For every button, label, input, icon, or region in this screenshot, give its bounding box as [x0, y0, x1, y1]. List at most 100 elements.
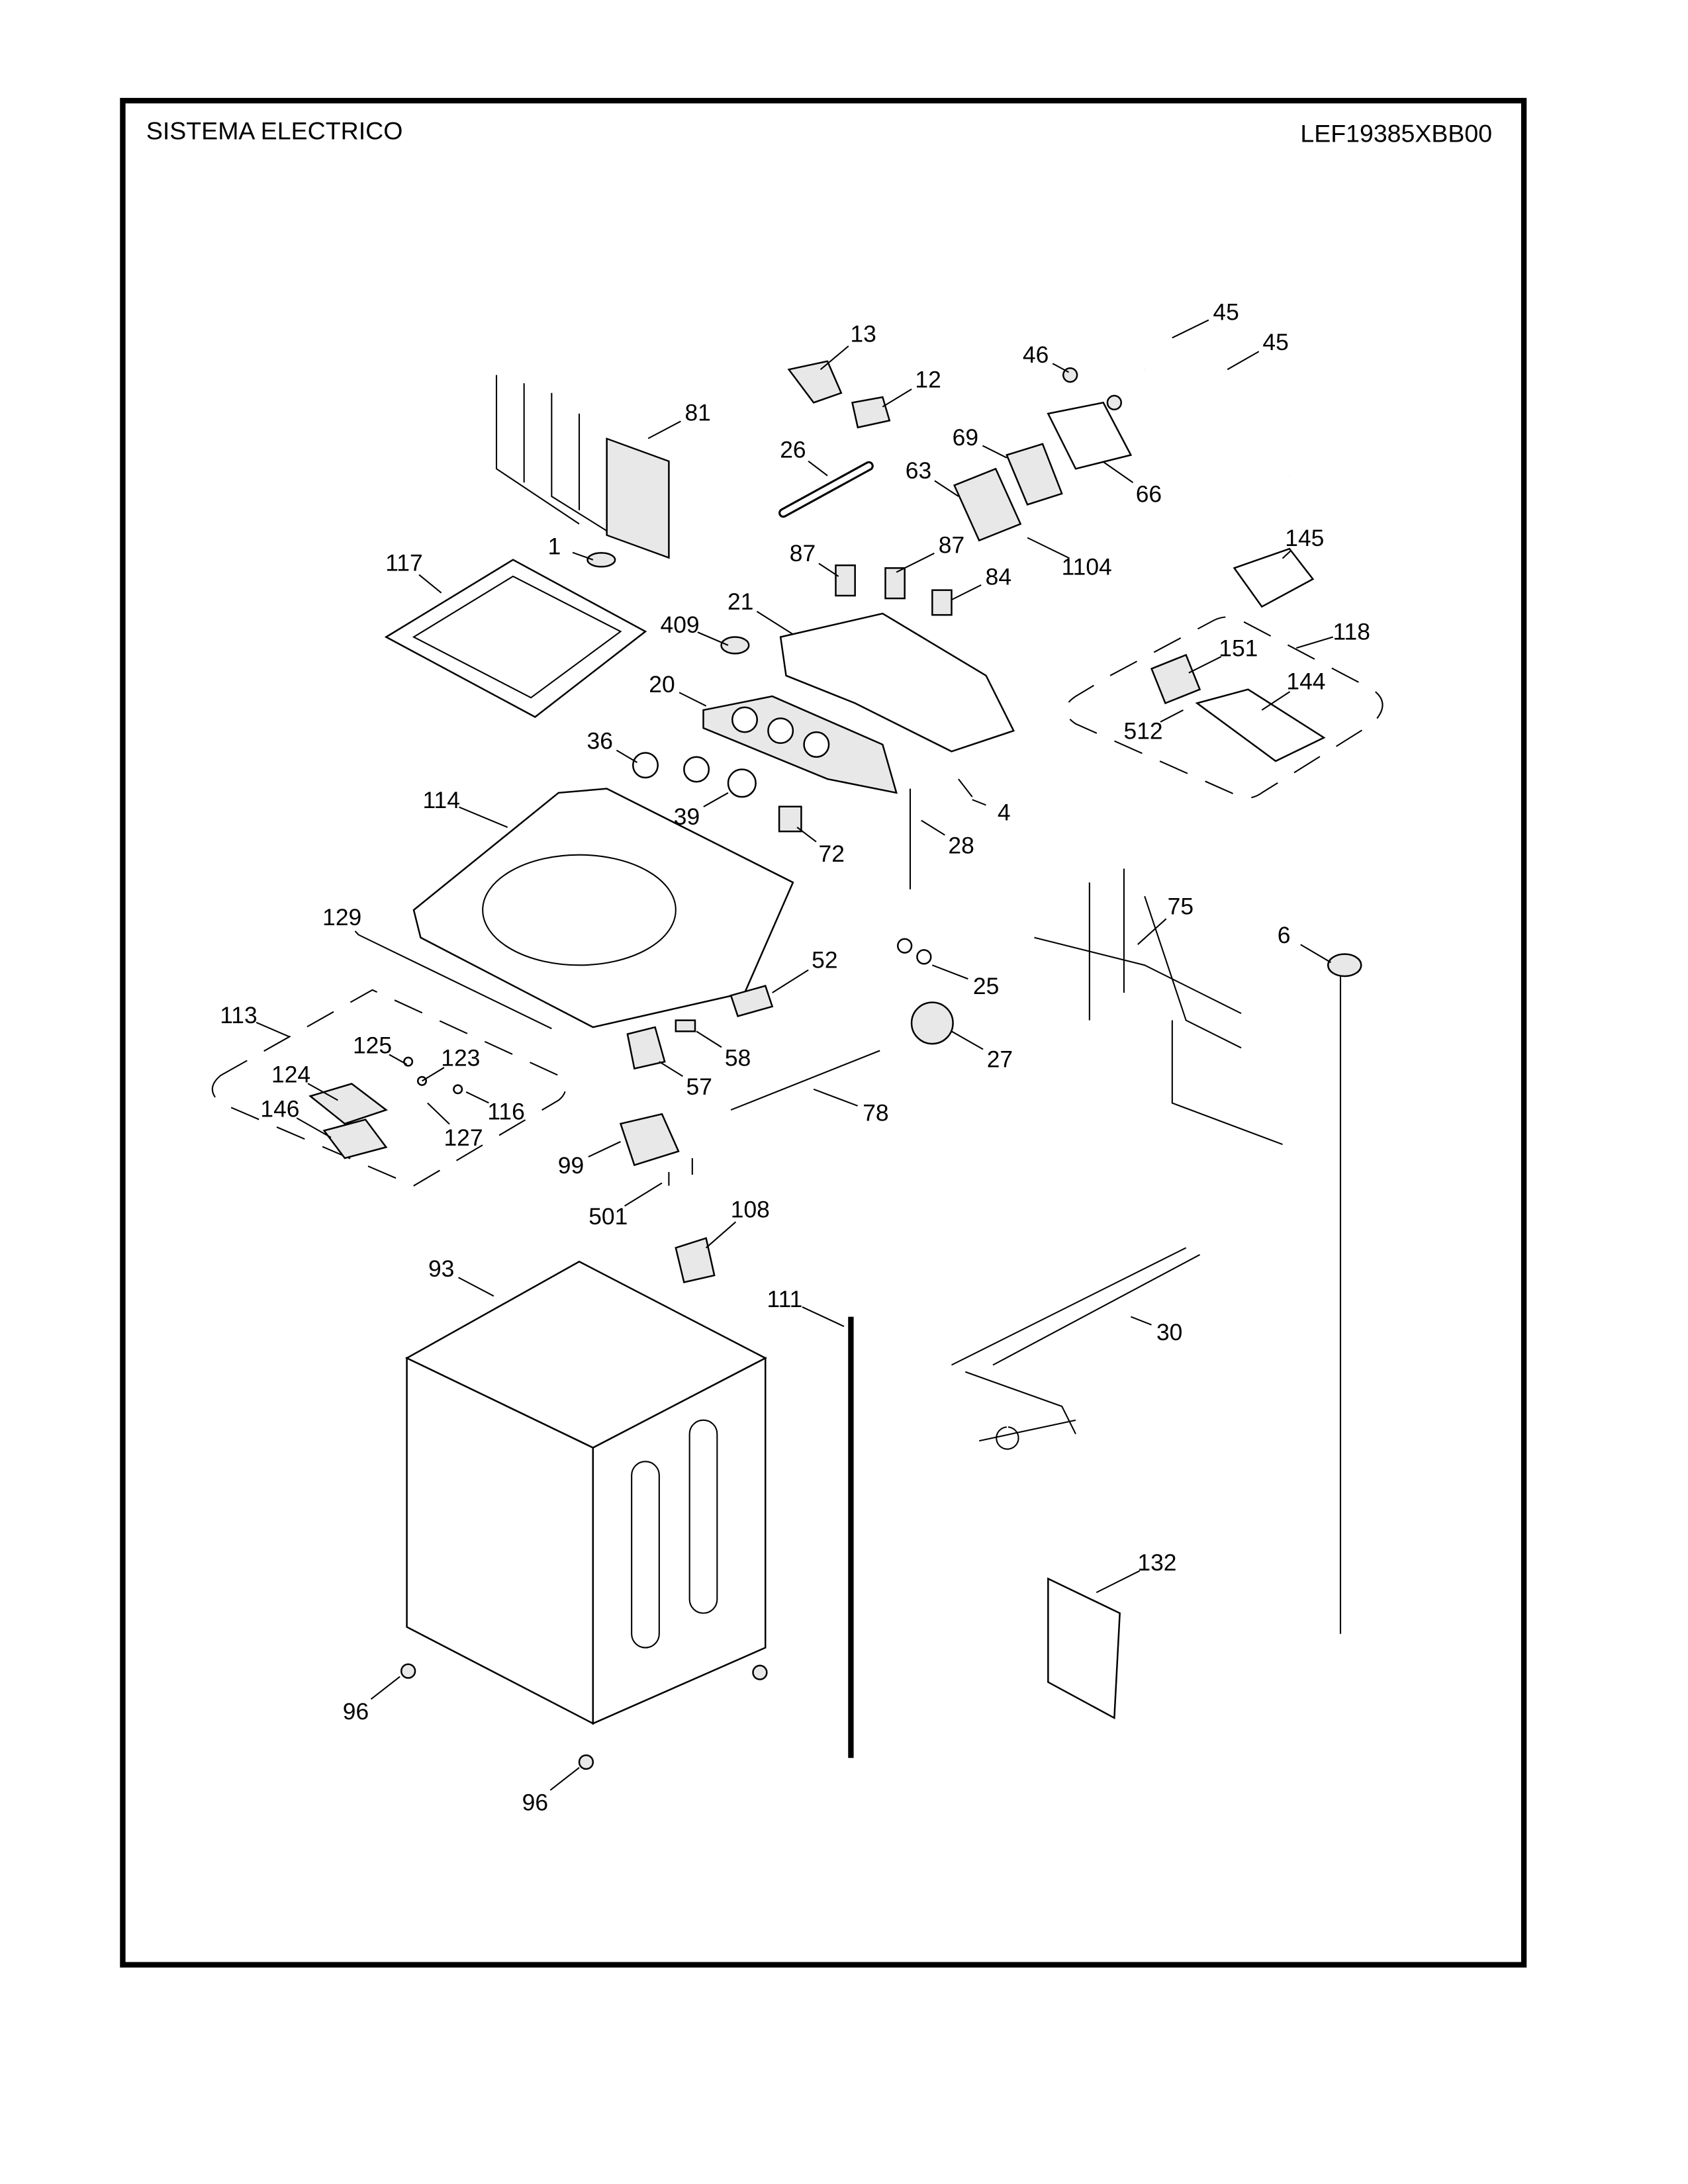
part-number-label: 151	[1219, 635, 1258, 662]
part-number-label: 30	[1156, 1319, 1182, 1345]
part-number-label: 25	[973, 973, 999, 999]
leader-line	[296, 1117, 332, 1138]
leader-line	[982, 445, 1008, 459]
parts-drawing	[211, 334, 1383, 1770]
callout-87: 87	[790, 540, 839, 577]
leader-line	[459, 806, 508, 828]
callout-145: 145	[1282, 525, 1324, 559]
callout-409: 409	[661, 612, 729, 646]
part-number-label: 39	[674, 803, 700, 830]
callout-69: 69	[953, 424, 1008, 459]
leader-line	[1160, 709, 1184, 723]
part-number-label: 146	[260, 1095, 299, 1122]
leader-line	[820, 345, 849, 371]
callout-28: 28	[921, 819, 974, 859]
part-number-label: 26	[780, 437, 806, 463]
callout-45: 45	[1172, 298, 1239, 339]
leader-line	[696, 1030, 722, 1048]
callout-78: 78	[813, 1088, 889, 1126]
leader-line	[418, 574, 442, 594]
part-number-label: 52	[812, 947, 837, 974]
part-number-label: 28	[948, 833, 974, 859]
callout-124: 124	[271, 1061, 338, 1101]
leader-line	[951, 1030, 984, 1050]
part-number-label: 87	[790, 540, 816, 567]
callout-125: 125	[353, 1032, 408, 1066]
part-number-label: 118	[1333, 619, 1370, 645]
diagram-title: SISTEMA ELECTRICO	[146, 116, 403, 144]
leader-line	[921, 819, 945, 836]
callout-117: 117	[385, 549, 442, 594]
part-number-label: 93	[428, 1255, 454, 1282]
part-number-label: 111	[767, 1286, 803, 1312]
leader-line	[647, 420, 681, 439]
callout-501: 501	[588, 1182, 663, 1230]
part-number-label: 57	[686, 1073, 712, 1100]
callout-63: 63	[906, 457, 959, 497]
part-number-label: 6	[1278, 922, 1291, 948]
callout-93: 93	[428, 1255, 494, 1297]
page-frame	[120, 97, 1527, 1968]
part-number-label: 12	[915, 366, 941, 392]
part-number-label: 96	[343, 1698, 369, 1725]
leader-line	[934, 480, 959, 497]
callout-39: 39	[674, 792, 729, 830]
part-number-label: 81	[684, 399, 710, 426]
callout-96: 96	[522, 1767, 580, 1815]
callout-146: 146	[260, 1095, 332, 1138]
callout-1: 1	[548, 533, 594, 561]
callout-116: 116	[465, 1091, 525, 1125]
part-number-label: 1104	[1062, 554, 1112, 580]
part-number-label: 45	[1213, 298, 1239, 325]
part-number-label: 84	[986, 563, 1011, 590]
callout-108: 108	[705, 1197, 770, 1249]
leader-line	[931, 964, 968, 980]
callout-20: 20	[649, 671, 707, 707]
part-number-label: 4	[998, 799, 1011, 826]
leader-line	[808, 460, 828, 477]
part-number-label: 145	[1285, 525, 1324, 551]
callout-87: 87	[896, 531, 964, 573]
leader-line	[697, 631, 729, 646]
leader-line	[465, 1091, 489, 1104]
part-number-label: 132	[1137, 1549, 1176, 1576]
leader-line	[1296, 636, 1334, 649]
part-number-label: 113	[220, 1002, 257, 1028]
callout-113: 113	[220, 1002, 290, 1038]
part-number-label: 124	[271, 1061, 310, 1087]
callout-129: 129	[322, 904, 361, 936]
callout-12: 12	[882, 366, 941, 408]
leader-line	[572, 551, 594, 561]
leader-line	[389, 1054, 408, 1066]
leader-line	[802, 1306, 845, 1328]
leader-line	[679, 692, 707, 707]
leader-line	[1103, 461, 1134, 484]
leader-line	[951, 584, 982, 601]
leader-line	[370, 1676, 400, 1700]
callout-66: 66	[1103, 461, 1162, 507]
callout-75: 75	[1137, 893, 1194, 945]
callout-1104: 1104	[1027, 537, 1112, 580]
part-number-label: 512	[1124, 718, 1163, 745]
part-number-label: 21	[727, 588, 753, 615]
callout-99: 99	[558, 1141, 621, 1179]
callout-127: 127	[427, 1102, 483, 1151]
callout-26: 26	[780, 437, 828, 477]
leader-line	[796, 827, 817, 842]
part-number-label: 75	[1168, 893, 1194, 919]
leader-line	[813, 1088, 859, 1107]
leader-line	[1172, 319, 1209, 339]
leader-line	[457, 1277, 494, 1297]
callout-36: 36	[587, 727, 638, 763]
leader-line	[616, 749, 638, 763]
part-number-label: 69	[953, 424, 978, 451]
callout-151: 151	[1188, 635, 1258, 674]
leader-line	[427, 1102, 450, 1125]
callout-30: 30	[1130, 1316, 1182, 1345]
leader-line	[818, 563, 839, 577]
part-number-label: 1	[548, 533, 561, 559]
callout-96: 96	[343, 1676, 400, 1725]
leader-line	[354, 931, 359, 936]
